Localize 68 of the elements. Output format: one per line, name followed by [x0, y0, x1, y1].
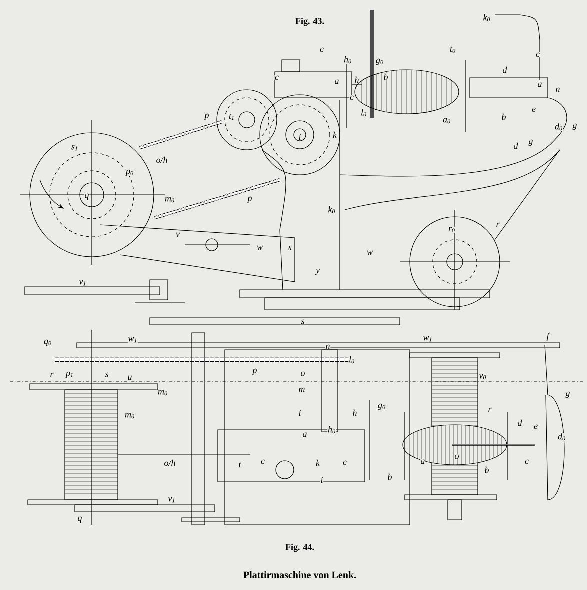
callout-letter: q — [77, 516, 83, 524]
callout-letter: b — [501, 113, 507, 121]
callout-letter: r — [496, 222, 500, 228]
callout-letter: g$_{0}$ — [376, 58, 384, 66]
callout-letter: w — [366, 250, 374, 256]
callout-letter: s — [104, 372, 110, 378]
callout-letter: q$_{0}$ — [44, 340, 52, 346]
callout-letter: b — [383, 73, 389, 81]
callout-letter: t$_{0}$ — [450, 46, 456, 54]
callout-letter: o — [454, 454, 460, 460]
callout-letter: p — [247, 196, 253, 204]
callout-letter: p$_{1}$ — [65, 372, 74, 378]
callout-letter: e — [534, 424, 538, 430]
figure-label: Fig. 43. — [296, 18, 324, 26]
callout-letter: b — [484, 466, 490, 474]
callout-letter: w$_{1}$ — [128, 337, 138, 343]
callout-letter: k — [316, 459, 320, 467]
callout-letter: c — [536, 52, 540, 58]
callout-letter: m — [298, 387, 306, 393]
callout-letter: d — [502, 66, 508, 74]
callout-letter: v$_{1}$ — [168, 497, 176, 503]
callout-letter: f — [546, 332, 550, 342]
callout-letter: p — [252, 368, 258, 376]
callout-letter: p — [204, 114, 210, 120]
callout-letter: p$_{0}$ — [125, 170, 134, 176]
callout-letter: i — [298, 410, 302, 416]
callout-letter: a — [334, 79, 340, 85]
callout-letter: c — [342, 460, 348, 466]
caption: Plattirmaschine von Lenk. — [244, 571, 356, 579]
callout-letter: s — [300, 319, 306, 325]
callout-letter: r — [50, 372, 54, 378]
callout-letter: g$_{0}$ — [378, 404, 386, 410]
callout-letter: c — [274, 75, 280, 81]
callout-letter: g — [565, 392, 571, 398]
callout-letter: q — [84, 194, 90, 200]
callout-letter: o — [300, 371, 306, 377]
callout-letter: v — [176, 232, 180, 238]
callout-letter: c — [260, 459, 266, 465]
callout-letter: v$_{0}$ — [478, 374, 488, 380]
callout-letter: a — [537, 82, 543, 88]
callout-letter: t — [238, 462, 242, 468]
callout-letter: c — [524, 459, 530, 465]
callout-letter: g — [528, 140, 534, 146]
callout-letter: d — [517, 419, 523, 427]
callout-letter: a — [420, 459, 426, 465]
callout-letter: u — [127, 375, 133, 381]
callout-letter: a — [302, 432, 308, 438]
callout-letter: d — [513, 142, 519, 150]
callout-letter: k — [332, 131, 338, 139]
callout-letter: c — [350, 95, 354, 101]
callout-letter: g — [572, 124, 578, 130]
callout-letter: y — [315, 268, 320, 276]
figure-label: Fig. 44. — [286, 544, 314, 552]
callout-letter: n — [555, 88, 561, 93]
callout-letter: b — [387, 473, 393, 481]
callout-letter: n — [325, 344, 331, 350]
callout-letter: w — [256, 246, 264, 251]
callout-letter: r — [488, 407, 492, 413]
callout-letter: x — [288, 246, 292, 250]
callout-letter: i — [320, 476, 324, 484]
callout-letter: w$_{1}$ — [422, 336, 434, 342]
callout-letter: c — [320, 47, 324, 53]
callout-letter: t$_{1}$ — [228, 114, 236, 120]
callout-letter: h — [354, 76, 360, 84]
callout-letter: i — [298, 134, 302, 140]
callout-letter: v$_{1}$ — [78, 280, 88, 286]
callout-letter: e — [532, 107, 536, 113]
callout-letter: h — [352, 409, 358, 417]
